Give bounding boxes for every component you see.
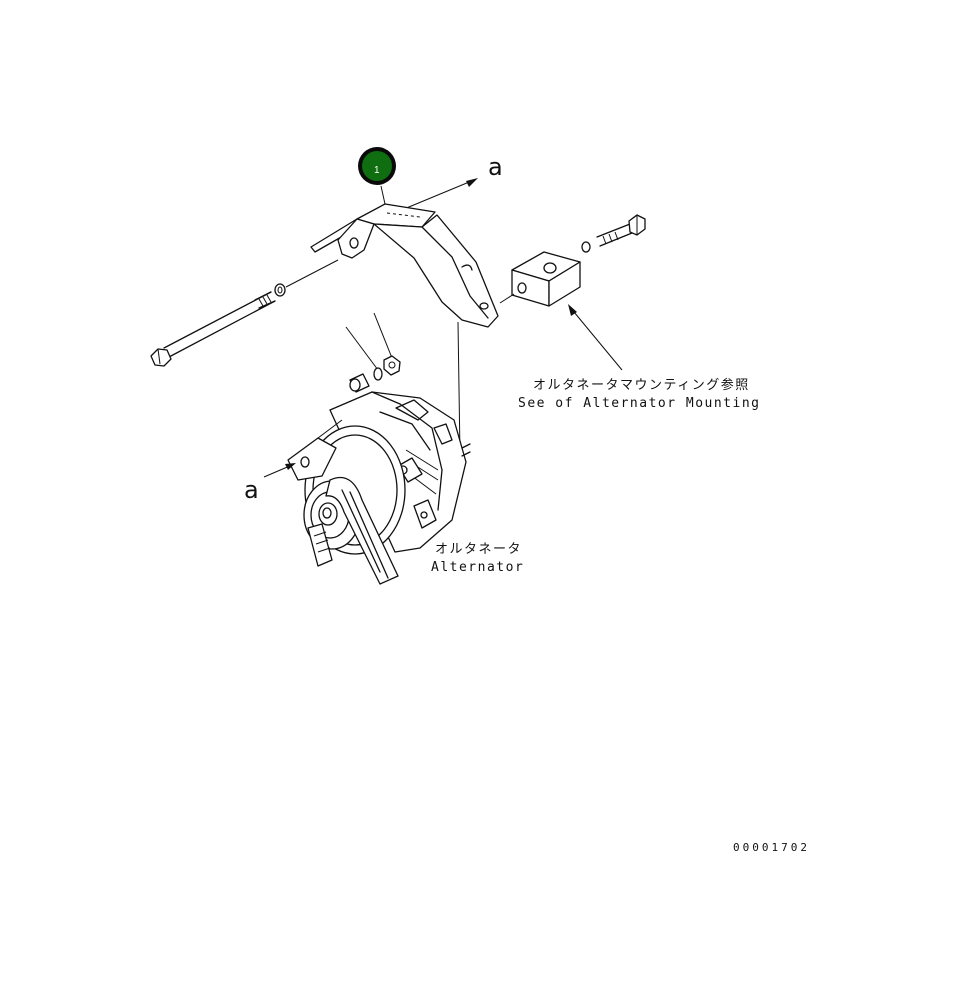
callout-number: 1	[374, 165, 380, 176]
nut-part	[373, 312, 401, 376]
view-ref-left: a	[244, 476, 259, 504]
alternator-label-en: Alternator	[431, 560, 524, 575]
block-centerline	[499, 293, 515, 304]
short-bolt-part	[581, 214, 646, 253]
bracket-part	[310, 203, 499, 328]
alternator-part	[287, 391, 471, 585]
long-bolt-part	[150, 291, 276, 367]
spacer-block-part	[511, 251, 581, 307]
bolt-centerline	[285, 259, 339, 288]
alternator-label-jp: オルタネータ	[435, 542, 522, 557]
callout-fill	[362, 151, 392, 181]
view-ref-top: a	[488, 153, 503, 181]
mounting-label-jp: オルタネータマウンティング参照	[533, 377, 750, 393]
drawing-number: 00001702	[733, 841, 810, 854]
mounting-label-leader	[568, 304, 623, 371]
view-arrow-left	[263, 463, 296, 478]
part-callout-1[interactable]: 1	[358, 147, 396, 185]
spacer-pieces	[345, 326, 383, 393]
mounting-label-en: See of Alternator Mounting	[518, 396, 761, 411]
washer-part	[274, 283, 286, 297]
callout-leader-line	[380, 185, 386, 205]
